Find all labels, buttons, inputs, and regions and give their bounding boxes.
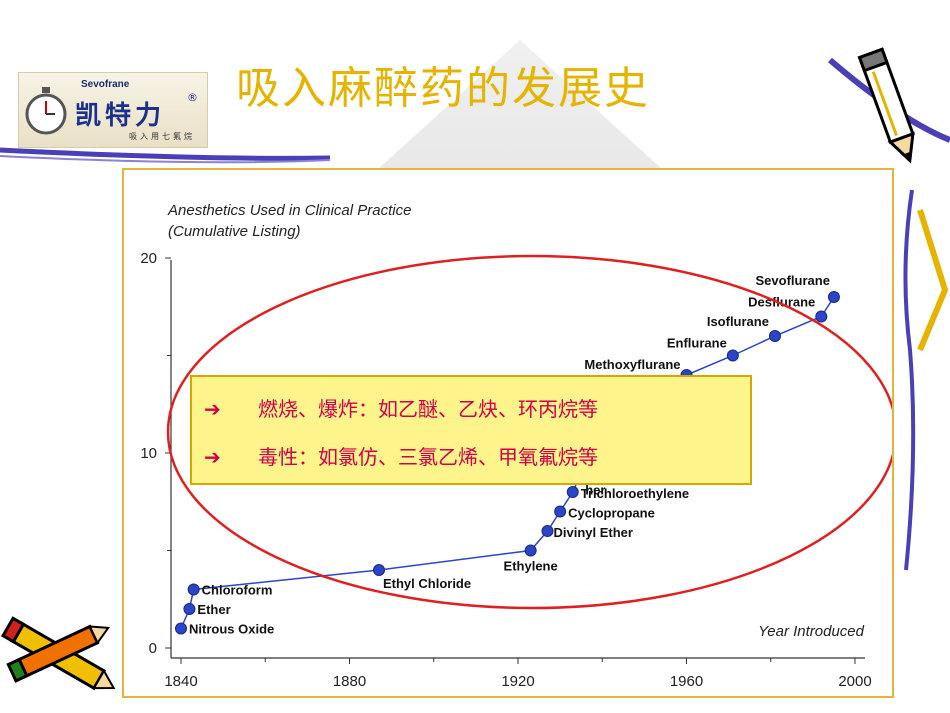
x-axis-label: Year Introduced xyxy=(758,623,865,640)
y-tick-label: 10 xyxy=(140,445,157,462)
data-point xyxy=(554,505,567,518)
stopwatch-icon xyxy=(25,87,67,135)
callout-text-flammable: 燃烧、爆炸：如乙醚、乙炔、环丙烷等 xyxy=(258,397,598,421)
data-point-label: Enflurane xyxy=(667,336,727,351)
chart-frame: Anesthetics Used in Clinical Practice (C… xyxy=(122,168,894,698)
data-point-label: Isoflurane xyxy=(707,314,769,329)
anesthetics-chart: Anesthetics Used in Clinical Practice (C… xyxy=(140,202,892,690)
chart-subtitle: (Cumulative Listing) xyxy=(168,223,301,240)
data-point-label: Trichloroethylene xyxy=(581,486,689,501)
data-point-label: her xyxy=(585,483,605,498)
data-point xyxy=(827,291,840,303)
data-point xyxy=(541,525,554,537)
data-point-label: Ethyl Chloride xyxy=(383,576,471,591)
brand-tagline: 吸入用七氟烷 xyxy=(129,132,195,141)
data-point xyxy=(175,622,187,635)
x-tick-label: 1880 xyxy=(333,673,366,690)
data-point xyxy=(768,330,781,342)
data-point-label: Methoxyflurane xyxy=(584,357,680,372)
callout-row-toxicity: ➔ 毒性：如氯仿、三氯乙烯、甲氧氟烷等 xyxy=(204,441,598,470)
data-point-label: Nitrous Oxide xyxy=(189,622,274,637)
brand-name-en: Sevofrane xyxy=(81,79,130,90)
callout-row-flammable: ➔ 燃烧、爆炸：如乙醚、乙炔、环丙烷等 xyxy=(204,393,598,422)
right-decoration xyxy=(903,189,949,571)
y-tick-label: 20 xyxy=(140,250,157,267)
data-point-label: Divinyl Ether xyxy=(553,525,632,540)
brand-name-cn: 凯特力 xyxy=(75,101,166,131)
data-point-label: Ethylene xyxy=(504,559,558,574)
page-title: 吸入麻醉药的发展史 xyxy=(236,63,650,114)
data-point-label: Sevoflurane xyxy=(756,273,830,288)
x-tick-label: 1920 xyxy=(501,673,534,690)
data-point-label: Desflurane xyxy=(748,295,815,310)
x-tick-label: 1840 xyxy=(164,673,197,690)
data-point-label: Ether xyxy=(197,602,230,617)
data-point-label: Cyclopropane xyxy=(568,506,655,521)
data-point xyxy=(524,544,537,557)
arrow-icon: ➔ xyxy=(204,445,221,469)
pencils-icon xyxy=(0,616,116,691)
data-point xyxy=(566,486,579,498)
highlight-ellipse xyxy=(166,254,892,610)
registered-mark: ® xyxy=(187,91,198,104)
data-point xyxy=(815,310,828,323)
toxicity-callout: ➔ 燃烧、爆炸：如乙醚、乙炔、环丙烷等 ➔ 毒性：如氯仿、三氯乙烯、甲氧氟烷等 xyxy=(190,375,752,485)
data-point-label: Chloroform xyxy=(202,583,273,598)
data-point xyxy=(187,583,200,596)
chart-title: Anesthetics Used in Clinical Practice xyxy=(167,202,411,219)
data-point xyxy=(183,603,196,615)
y-tick-label: 0 xyxy=(149,640,157,657)
data-point xyxy=(726,349,739,362)
brand-logo: Sevofrane 凯特力 ® 吸入用七氟烷 xyxy=(18,72,208,148)
data-point xyxy=(372,564,385,576)
x-tick-label: 2000 xyxy=(838,673,871,690)
arrow-icon: ➔ xyxy=(204,397,221,421)
pencil-icon xyxy=(857,47,915,164)
callout-text-toxicity: 毒性：如氯仿、三氯乙烯、甲氧氟烷等 xyxy=(258,445,598,469)
x-tick-label: 1960 xyxy=(670,673,703,690)
